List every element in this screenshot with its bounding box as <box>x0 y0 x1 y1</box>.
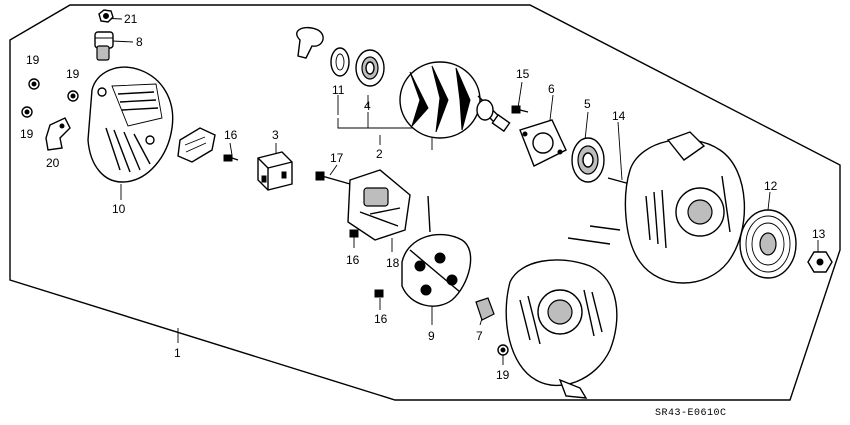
washer-part-19a <box>28 78 40 90</box>
callout-12: 12 <box>764 179 778 193</box>
callout-17: 17 <box>330 151 344 165</box>
washer-part-19d <box>497 344 509 356</box>
rectifier-part-9 <box>401 195 472 307</box>
screw-part-16c <box>374 289 384 298</box>
rotor-part-2 <box>399 61 511 139</box>
callout-10: 10 <box>112 202 126 216</box>
retainer-plate-part-6 <box>519 119 567 167</box>
callout-18: 18 <box>386 256 400 270</box>
callout-16b: 16 <box>346 253 360 267</box>
pulley-part-12 <box>739 209 797 279</box>
bearing-part-5 <box>571 137 605 183</box>
screw-part-16a <box>223 154 239 162</box>
callout-1: 1 <box>174 346 181 360</box>
callout-14: 14 <box>612 109 626 123</box>
bearing-part-4 <box>355 49 385 87</box>
callout-19d: 19 <box>496 368 510 382</box>
callout-19a: 19 <box>26 53 40 67</box>
callout-16a: 16 <box>224 128 238 142</box>
callout-2: 2 <box>376 147 383 161</box>
insulator-part-7 <box>475 297 495 321</box>
callout-15: 15 <box>516 67 530 81</box>
screw-part-16b <box>349 229 359 238</box>
front-housing <box>624 131 746 284</box>
callout-6: 6 <box>548 82 555 96</box>
callout-19b: 19 <box>66 67 80 81</box>
terminal-part-8 <box>94 31 114 61</box>
callout-8: 8 <box>136 35 143 49</box>
rear-cover-part-10 <box>87 66 174 183</box>
callout-16c: 16 <box>374 312 388 326</box>
bolt-part-17 <box>315 171 351 185</box>
terminal-bracket <box>177 127 216 163</box>
plate-part-20 <box>45 117 71 151</box>
callout-20: 20 <box>46 156 60 170</box>
nut-part-21 <box>98 9 114 23</box>
callout-19c: 19 <box>20 127 34 141</box>
washer-part-19c <box>21 106 33 118</box>
screw-part-15 <box>511 105 529 114</box>
diagram-code: SR43-E0610C <box>655 408 727 419</box>
callout-3: 3 <box>272 128 279 142</box>
callout-4: 4 <box>364 99 371 113</box>
bearing-cover-part-11 <box>330 47 350 77</box>
nut-part-13 <box>807 251 833 273</box>
callout-13: 13 <box>812 227 826 241</box>
assembly-outline <box>9 4 841 401</box>
callout-11: 11 <box>332 83 345 97</box>
stud-part-14 <box>567 177 631 245</box>
callout-21: 21 <box>124 12 138 26</box>
retaining-clip <box>296 26 324 59</box>
drive-end-housing <box>505 259 618 399</box>
washer-part-19b <box>67 90 79 102</box>
callout-9: 9 <box>428 329 435 343</box>
callout-7: 7 <box>476 329 483 343</box>
brush-holder-part-18 <box>347 169 411 241</box>
regulator-part-3 <box>257 151 293 191</box>
callout-5: 5 <box>584 97 591 111</box>
